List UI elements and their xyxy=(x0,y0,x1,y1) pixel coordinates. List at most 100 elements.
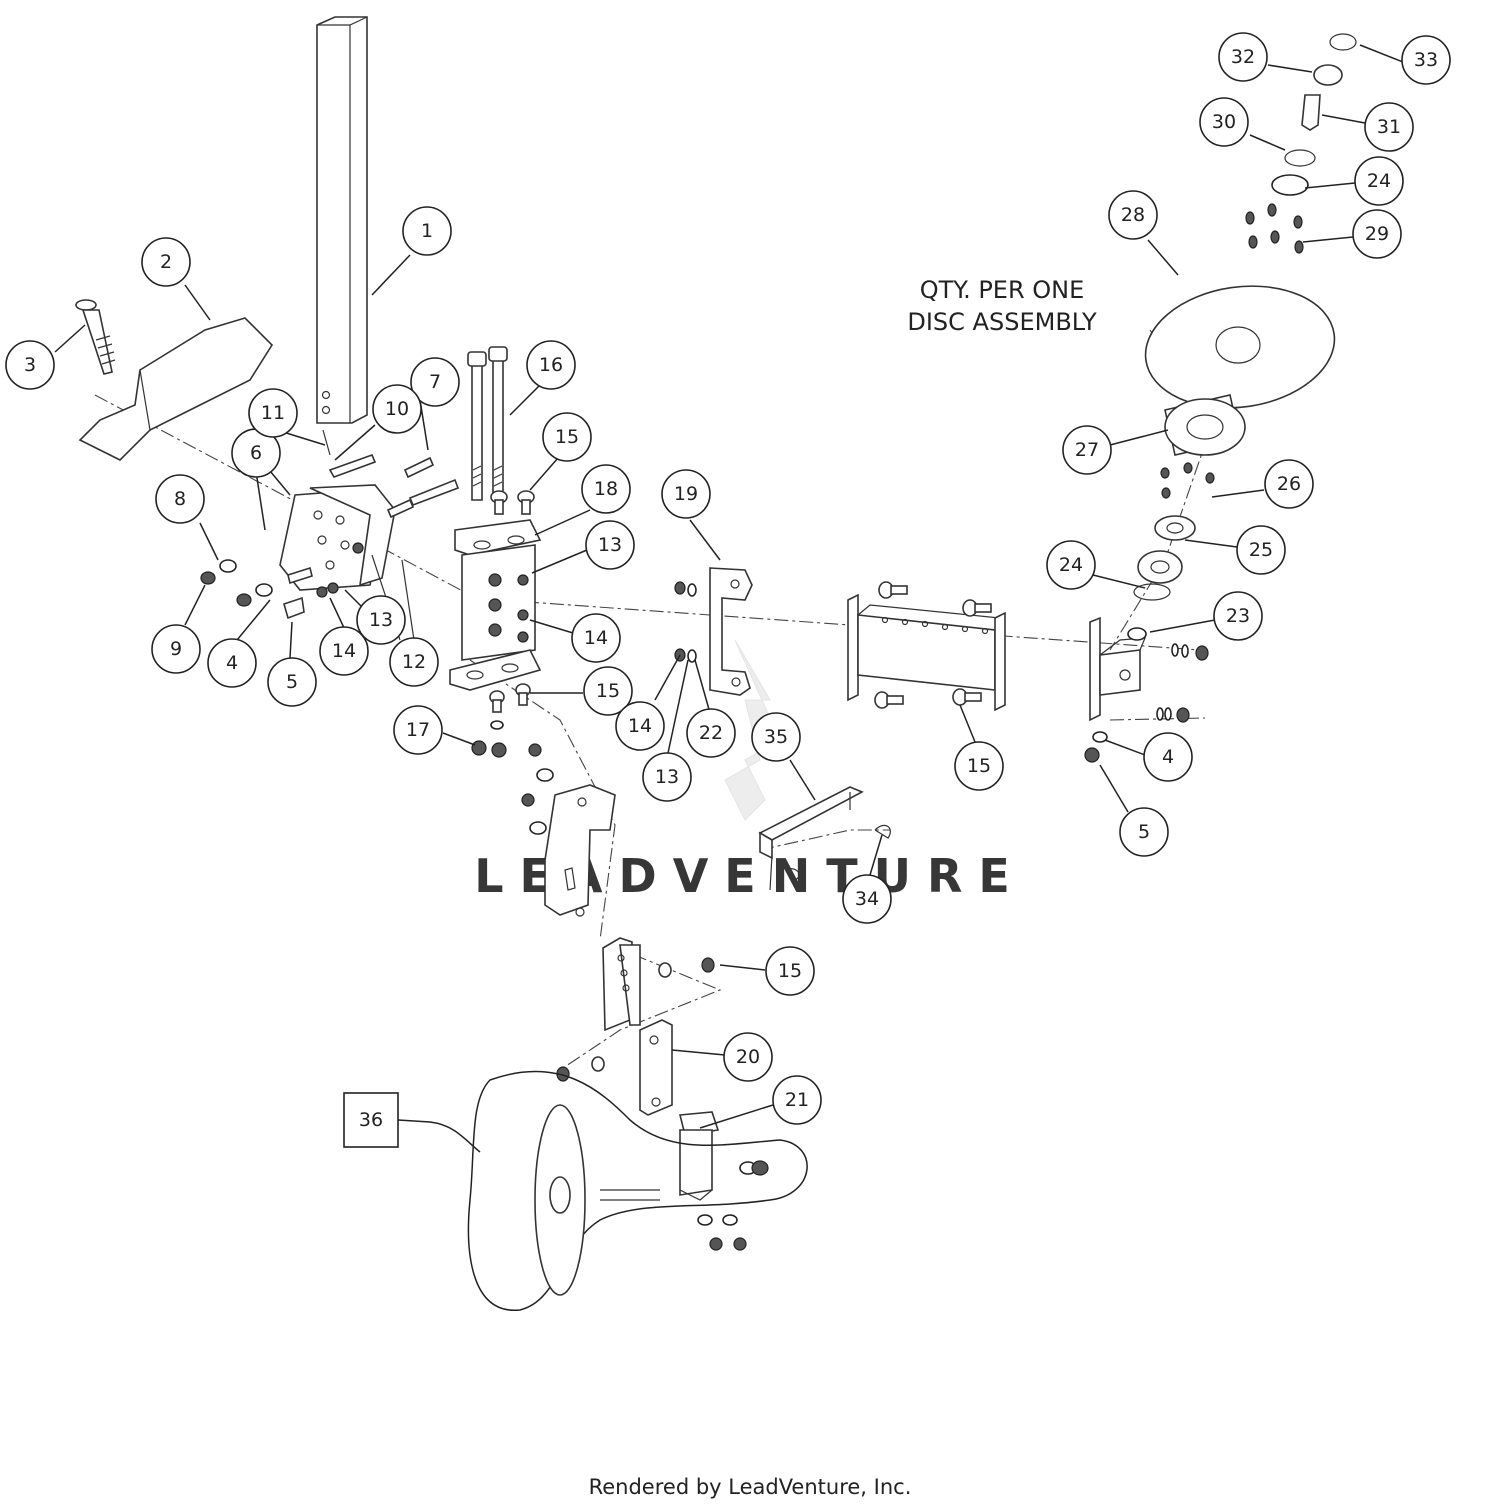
callout-13: 13 xyxy=(585,520,635,570)
lower-bracket xyxy=(521,743,616,917)
long-bolts xyxy=(467,346,508,501)
callout-circle xyxy=(1401,35,1451,85)
callout-label: 18 xyxy=(594,478,618,500)
callout-label: 26 xyxy=(1277,473,1301,495)
callout-label: 11 xyxy=(261,402,285,424)
note-line-2: DISC ASSEMBLY xyxy=(907,308,1097,336)
callout-box xyxy=(343,1092,399,1148)
callout-label: 7 xyxy=(429,371,441,393)
callout-4: 4 xyxy=(1143,732,1193,782)
footer-credit: Rendered by LeadVenture, Inc. xyxy=(589,1475,912,1499)
callout-circle xyxy=(402,206,452,256)
callout-label: 24 xyxy=(1059,554,1083,576)
callout-circle xyxy=(393,705,443,755)
disc-hub-assembly xyxy=(1127,33,1357,641)
mount-bolts xyxy=(322,429,460,519)
callout-circle xyxy=(267,657,317,707)
callout-label: 34 xyxy=(855,888,879,910)
callout-circle xyxy=(581,464,631,514)
callout-circle xyxy=(723,1032,773,1082)
callout-label: 20 xyxy=(736,1046,760,1068)
callout-circle xyxy=(319,626,369,676)
callout-label: 29 xyxy=(1365,223,1389,245)
callout-circle xyxy=(1218,32,1268,82)
callout-circle xyxy=(1046,540,1096,590)
callout-label: 21 xyxy=(785,1089,809,1111)
callout-circle xyxy=(1119,807,1169,857)
callout-label: 2 xyxy=(160,251,172,273)
callout-label: 13 xyxy=(598,534,622,556)
callout-label: 33 xyxy=(1414,49,1438,71)
callout-label: 1 xyxy=(421,220,433,242)
callout-circle xyxy=(1143,732,1193,782)
sweep-blade xyxy=(78,317,274,461)
callout-label: 19 xyxy=(674,483,698,505)
callout-18: 18 xyxy=(581,464,631,514)
callout-14: 14 xyxy=(571,613,621,663)
callout-label: 13 xyxy=(655,766,679,788)
callout-label: 15 xyxy=(555,426,579,448)
callout-label: 36 xyxy=(359,1109,383,1131)
upright-bracket xyxy=(674,567,753,696)
callout-circle xyxy=(686,708,736,758)
callout-circle xyxy=(571,613,621,663)
callout-32: 32 xyxy=(1218,32,1268,82)
callout-25: 25 xyxy=(1236,525,1286,575)
callout-23: 23 xyxy=(1213,591,1263,641)
callout-label: 10 xyxy=(385,398,409,420)
callout-circle xyxy=(751,712,801,762)
callout-label: 17 xyxy=(406,719,430,741)
disc-blade-subassembly xyxy=(467,1070,808,1311)
callout-10: 10 xyxy=(372,384,422,434)
callout-11: 11 xyxy=(248,388,298,438)
callout-2: 2 xyxy=(141,237,191,287)
callout-circle xyxy=(1062,425,1112,475)
callout-circle xyxy=(1236,525,1286,575)
callout-circle xyxy=(1264,459,1314,509)
callout-36: 36 xyxy=(343,1092,399,1148)
callout-label: 6 xyxy=(250,442,262,464)
callout-label: 35 xyxy=(764,726,788,748)
callout-circle xyxy=(5,340,55,390)
callout-12: 12 xyxy=(389,637,439,687)
callout-label: 32 xyxy=(1231,46,1255,68)
callout-13: 13 xyxy=(356,595,406,645)
callout-30: 30 xyxy=(1199,97,1249,147)
callout-label: 28 xyxy=(1121,204,1145,226)
callout-24: 24 xyxy=(1046,540,1096,590)
callout-circle xyxy=(141,237,191,287)
callout-label: 15 xyxy=(596,680,620,702)
callout-label: 16 xyxy=(539,354,563,376)
callout-15: 15 xyxy=(583,666,633,716)
callout-label: 3 xyxy=(24,354,36,376)
callout-circle xyxy=(1199,97,1249,147)
callout-bubbles: 1236789451413121011161518131415171914132… xyxy=(5,32,1451,1148)
callout-label: 14 xyxy=(332,640,356,662)
callout-35: 35 xyxy=(751,712,801,762)
callout-16: 16 xyxy=(526,340,576,390)
callout-circle xyxy=(542,412,592,462)
callout-26: 26 xyxy=(1264,459,1314,509)
tool-bar-beam xyxy=(847,581,1006,712)
callout-14: 14 xyxy=(319,626,369,676)
callout-22: 22 xyxy=(686,708,736,758)
callout-1: 1 xyxy=(402,206,452,256)
callout-28: 28 xyxy=(1108,190,1158,240)
clamp-bracket xyxy=(449,519,542,691)
callout-circle xyxy=(583,666,633,716)
callout-circle xyxy=(526,340,576,390)
callout-29: 29 xyxy=(1352,209,1402,259)
callout-circle xyxy=(1108,190,1158,240)
callout-15: 15 xyxy=(954,741,1004,791)
callout-21: 21 xyxy=(772,1075,822,1125)
mount-hardware xyxy=(200,542,364,620)
shank-bar xyxy=(316,16,368,424)
callout-label: 15 xyxy=(778,960,802,982)
callout-circle xyxy=(248,388,298,438)
note-line-1: QTY. PER ONE xyxy=(920,276,1085,304)
callout-14: 14 xyxy=(615,701,665,751)
callout-4: 4 xyxy=(207,638,257,688)
callout-label: 4 xyxy=(226,652,238,674)
callout-label: 9 xyxy=(170,638,182,660)
callout-5: 5 xyxy=(1119,807,1169,857)
